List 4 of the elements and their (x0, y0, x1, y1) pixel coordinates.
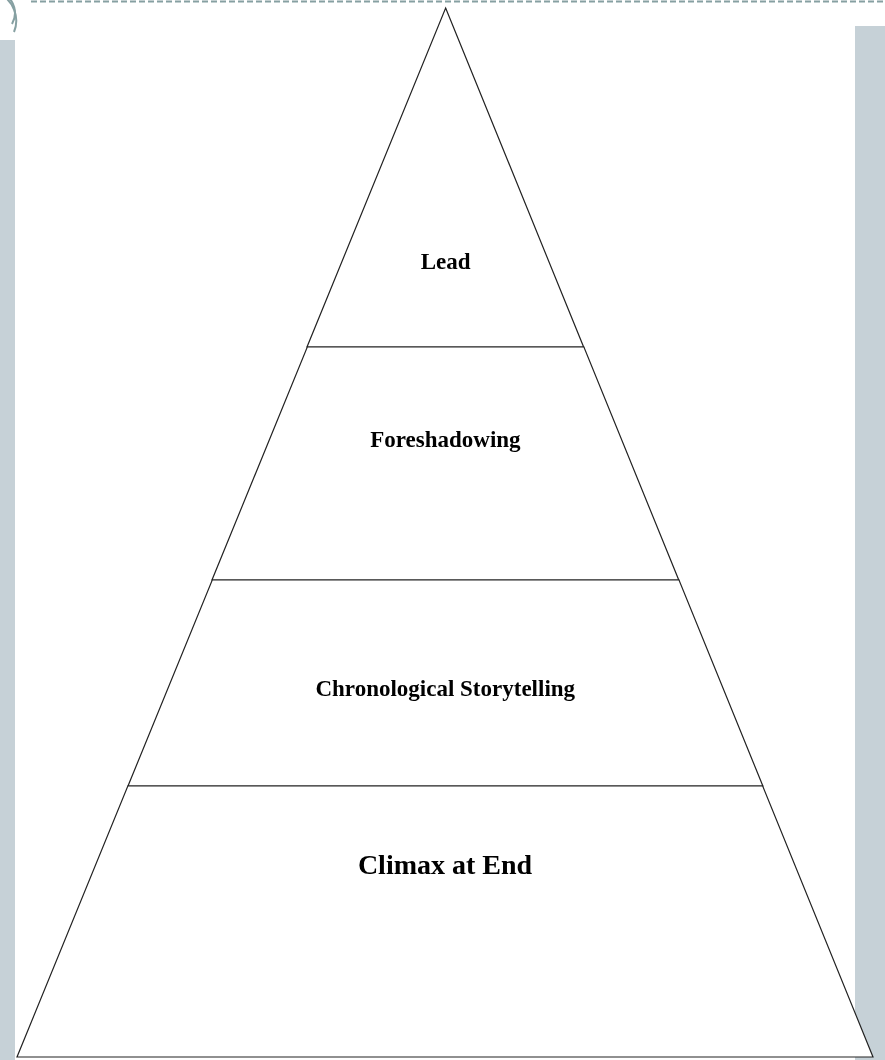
band-label: Chronological Storytelling (315, 675, 576, 703)
band-label: Lead (420, 248, 471, 276)
band-label: Climax at End (357, 849, 533, 881)
band-label: Foreshadowing (370, 426, 521, 454)
